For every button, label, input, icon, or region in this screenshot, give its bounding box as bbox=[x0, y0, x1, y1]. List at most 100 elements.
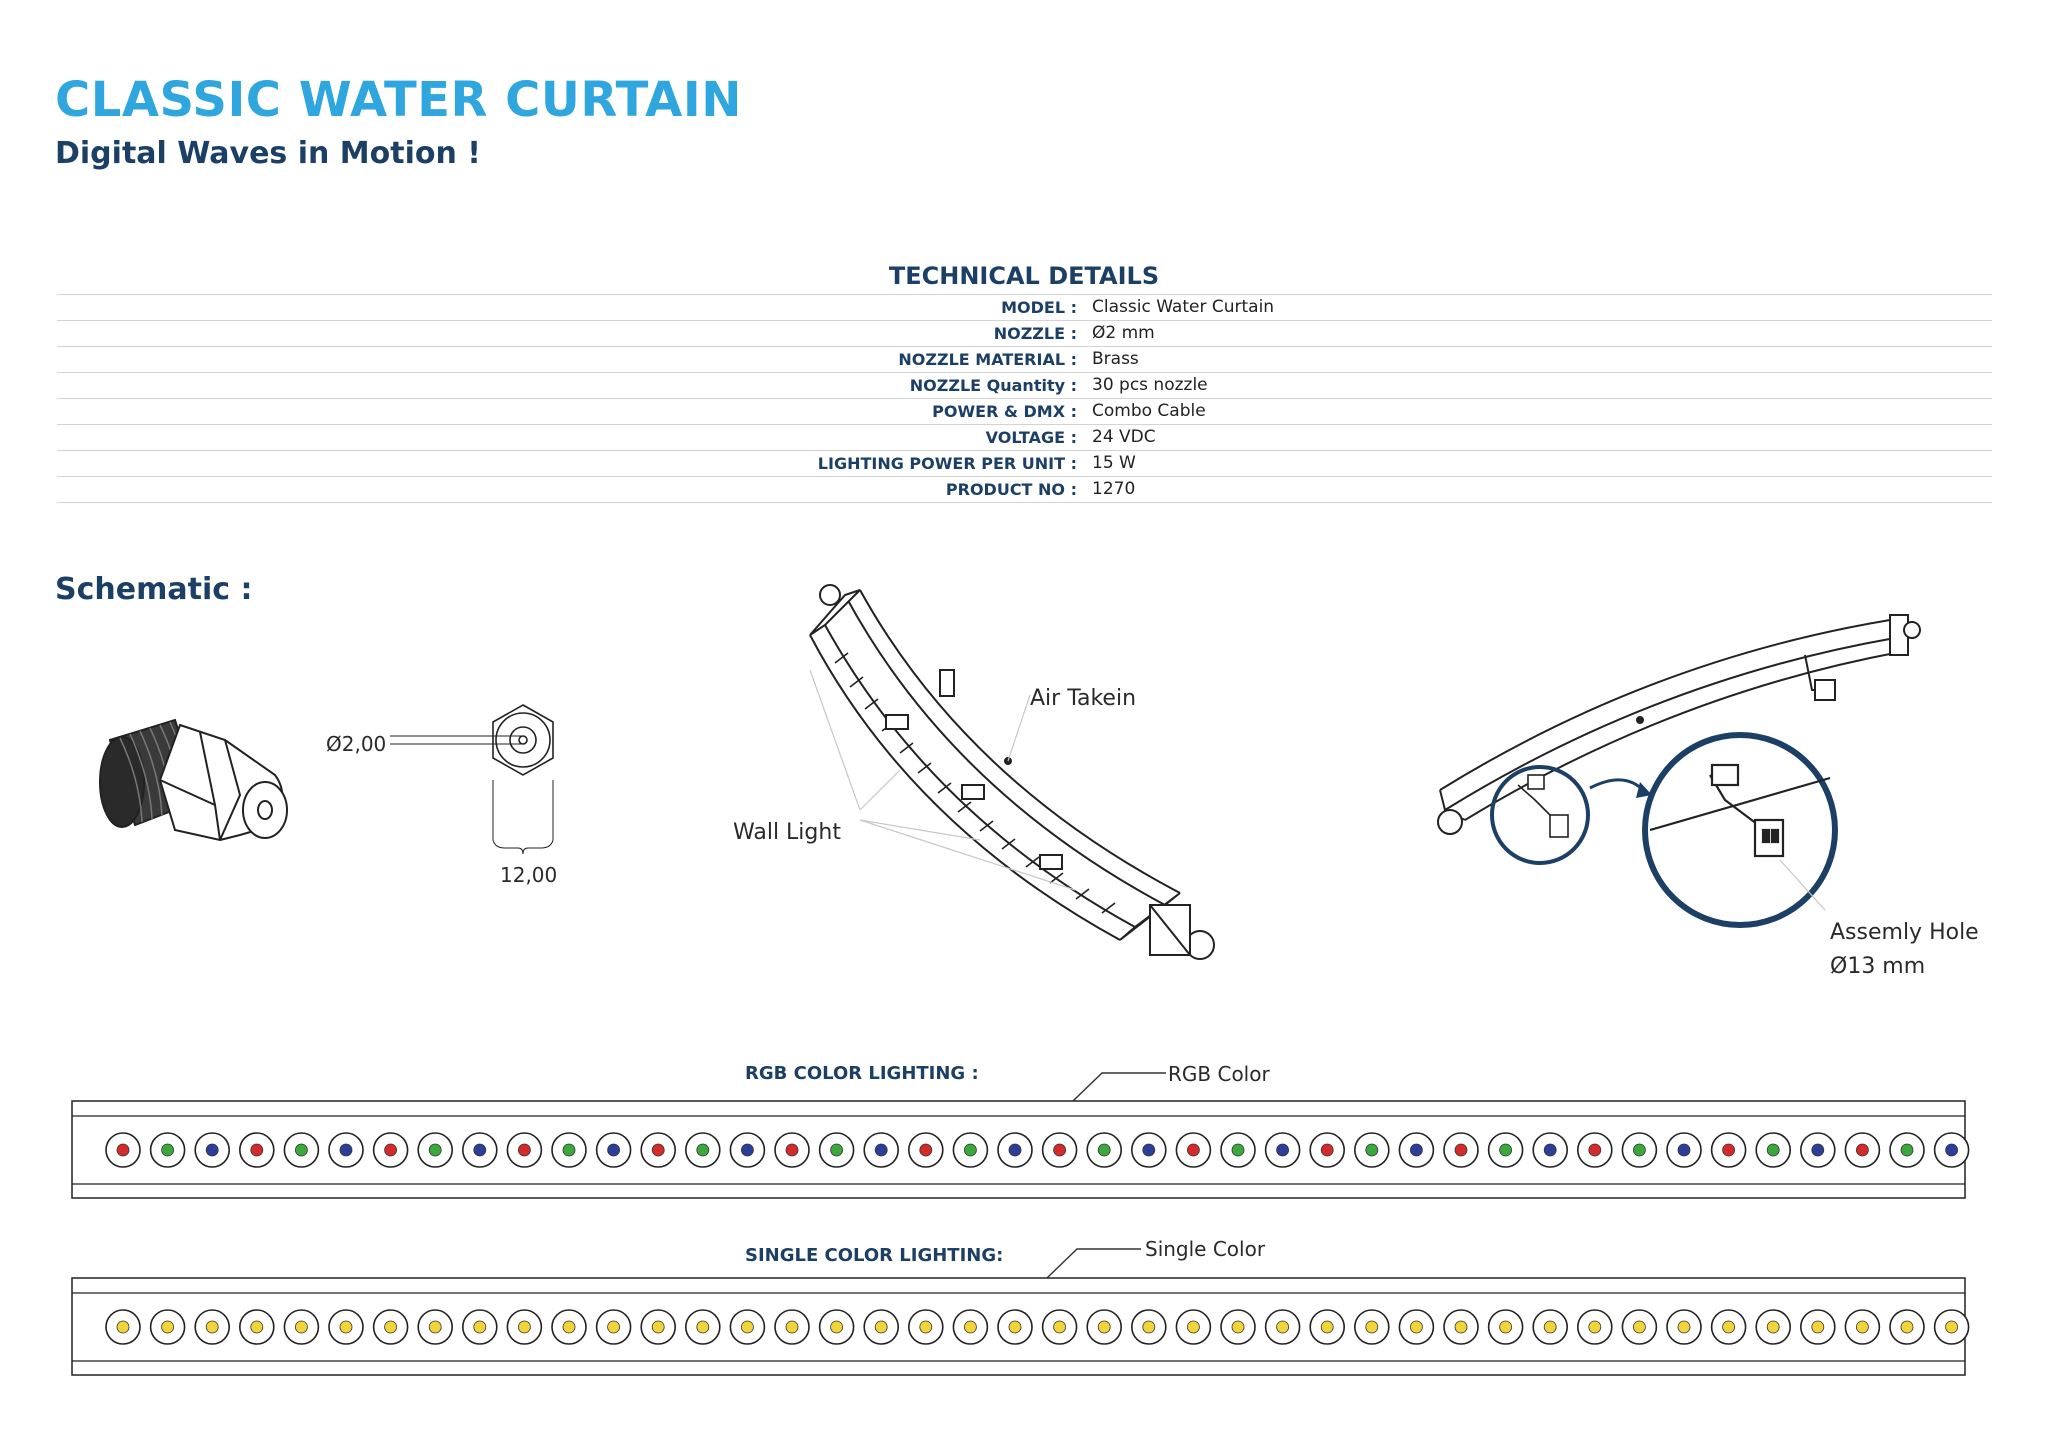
rgb-led bbox=[1811, 1143, 1825, 1157]
single-color-led bbox=[339, 1320, 353, 1334]
single-color-led bbox=[1142, 1320, 1156, 1334]
single-color-led bbox=[1722, 1320, 1735, 1334]
single-color-led bbox=[205, 1320, 219, 1334]
spec-value: 1270 bbox=[1092, 479, 1136, 499]
rgb-led bbox=[1053, 1143, 1066, 1157]
rgb-led bbox=[1410, 1143, 1423, 1157]
nozzle-front-view bbox=[390, 704, 554, 855]
rgb-led bbox=[339, 1143, 353, 1157]
spec-label: LIGHTING POWER PER UNIT : bbox=[817, 454, 1077, 473]
spec-label: PRODUCT NO : bbox=[945, 480, 1077, 499]
single-color-led bbox=[1187, 1320, 1200, 1334]
single-color-led bbox=[696, 1320, 710, 1334]
rgb-led bbox=[1499, 1143, 1512, 1157]
assembly-hole-size-label: Ø13 mm bbox=[1830, 954, 1926, 979]
spec-value: Brass bbox=[1092, 349, 1139, 369]
spec-value: Classic Water Curtain bbox=[1092, 297, 1275, 317]
rgb-led bbox=[428, 1143, 442, 1157]
rgb-led bbox=[1008, 1143, 1022, 1157]
rgb-led bbox=[1633, 1143, 1646, 1157]
technical-details-table: MODEL : Classic Water Curtain NOZZLE : Ø… bbox=[57, 294, 1992, 503]
spec-label: NOZZLE Quantity : bbox=[909, 376, 1077, 395]
nozzle-diameter-label: Ø2,00 bbox=[326, 732, 387, 756]
rgb-led bbox=[1187, 1143, 1200, 1157]
schematic-heading: Schematic : bbox=[55, 572, 253, 607]
spec-row-lighting-power: LIGHTING POWER PER UNIT : 15 W bbox=[57, 450, 1992, 476]
single-color-led bbox=[428, 1320, 442, 1334]
rgb-color-callout: RGB Color bbox=[1168, 1062, 1270, 1086]
rgb-led bbox=[1677, 1143, 1691, 1157]
rgb-led bbox=[1900, 1143, 1914, 1157]
rgb-led bbox=[161, 1143, 174, 1157]
spec-label: NOZZLE : bbox=[993, 324, 1077, 343]
wall-light-label: Wall Light bbox=[733, 820, 841, 845]
rgb-led bbox=[1722, 1143, 1735, 1157]
page-subtitle: Digital Waves in Motion ! bbox=[55, 136, 481, 171]
single-color-led bbox=[785, 1320, 799, 1334]
single-color-led bbox=[1543, 1320, 1557, 1334]
single-color-led bbox=[1097, 1320, 1111, 1334]
curtain-frame-side-drawing bbox=[809, 584, 1215, 960]
single-color-led bbox=[651, 1320, 665, 1334]
spec-value: 24 VDC bbox=[1092, 427, 1156, 447]
rgb-led bbox=[651, 1143, 665, 1157]
single-color-callout: Single Color bbox=[1145, 1237, 1266, 1261]
single-color-led bbox=[1410, 1320, 1423, 1334]
nozzle-drawing bbox=[99, 718, 288, 842]
single-color-led bbox=[1231, 1320, 1245, 1334]
single-color-led bbox=[1945, 1320, 1958, 1334]
single-color-led bbox=[1320, 1320, 1334, 1334]
spec-row-model: MODEL : Classic Water Curtain bbox=[57, 294, 1992, 320]
rgb-led bbox=[1365, 1143, 1379, 1157]
rgb-lighting-heading: RGB COLOR LIGHTING : bbox=[745, 1063, 979, 1084]
rgb-led bbox=[1454, 1143, 1468, 1157]
single-color-led bbox=[1856, 1320, 1869, 1334]
spec-value: Combo Cable bbox=[1092, 401, 1206, 421]
rgb-led bbox=[1320, 1143, 1334, 1157]
spec-label: NOZZLE MATERIAL : bbox=[898, 350, 1077, 369]
air-takein-label: Air Takein bbox=[1030, 686, 1137, 711]
curtain-frame-assembly-drawing bbox=[1437, 614, 1921, 928]
rgb-led bbox=[964, 1143, 977, 1157]
rgb-led bbox=[517, 1143, 531, 1157]
single-color-led bbox=[1276, 1320, 1289, 1334]
rgb-led bbox=[1856, 1143, 1869, 1157]
single-color-led bbox=[250, 1320, 264, 1334]
nozzle-width-label: 12,00 bbox=[500, 863, 558, 887]
rgb-led bbox=[919, 1143, 933, 1157]
single-color-led bbox=[1677, 1320, 1691, 1334]
single-color-led bbox=[1811, 1320, 1825, 1334]
spec-label: VOLTAGE : bbox=[985, 428, 1077, 447]
rgb-led bbox=[874, 1143, 888, 1157]
rgb-led bbox=[1097, 1143, 1111, 1157]
single-color-led bbox=[1766, 1320, 1780, 1334]
single-led-strip bbox=[71, 1277, 1970, 1376]
single-color-led bbox=[1365, 1320, 1379, 1334]
single-color-led bbox=[1588, 1320, 1602, 1334]
spec-value: 15 W bbox=[1092, 453, 1136, 473]
single-color-led bbox=[1053, 1320, 1066, 1334]
single-color-led bbox=[874, 1320, 888, 1334]
rgb-led bbox=[607, 1143, 620, 1157]
single-color-led bbox=[473, 1320, 487, 1334]
spec-row-nozzle-quantity: NOZZLE Quantity : 30 pcs nozzle bbox=[57, 372, 1992, 398]
rgb-led bbox=[830, 1143, 843, 1157]
rgb-led bbox=[696, 1143, 710, 1157]
spec-label: MODEL : bbox=[1001, 298, 1077, 317]
rgb-led bbox=[473, 1143, 487, 1157]
rgb-led bbox=[205, 1143, 219, 1157]
page-title: CLASSIC WATER CURTAIN bbox=[55, 72, 742, 128]
single-color-led bbox=[562, 1320, 576, 1334]
single-color-led bbox=[1633, 1320, 1646, 1334]
rgb-led bbox=[741, 1143, 754, 1157]
rgb-led bbox=[250, 1143, 264, 1157]
spec-row-voltage: VOLTAGE : 24 VDC bbox=[57, 424, 1992, 450]
rgb-led bbox=[1142, 1143, 1156, 1157]
spec-row-nozzle-material: NOZZLE MATERIAL : Brass bbox=[57, 346, 1992, 372]
single-color-led bbox=[1454, 1320, 1468, 1334]
single-color-led bbox=[607, 1320, 620, 1334]
single-color-led bbox=[964, 1320, 977, 1334]
rgb-led bbox=[785, 1143, 799, 1157]
spec-row-product-no: PRODUCT NO : 1270 bbox=[57, 476, 1992, 503]
rgb-led bbox=[1588, 1143, 1602, 1157]
